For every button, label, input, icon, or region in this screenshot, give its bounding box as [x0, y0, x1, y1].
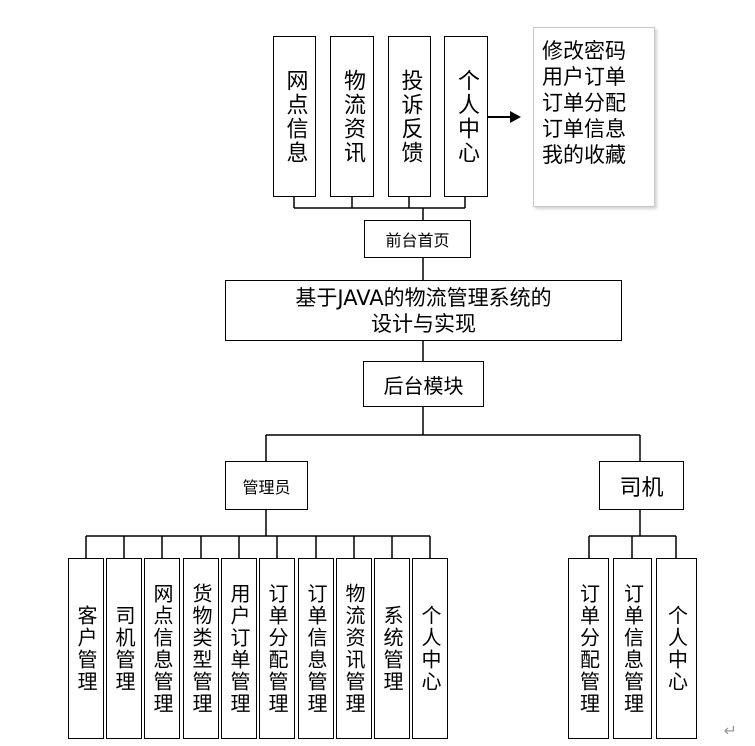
backend-module-node: 后台模块 [363, 361, 484, 407]
front-home-node: 前台首页 [364, 220, 471, 258]
admin-module-driver: 司机管理 [106, 558, 142, 739]
note-item: 修改密码 [542, 39, 626, 63]
admin-module-logistics-news: 物流资讯管理 [336, 558, 372, 739]
personal-center-items-note: 修改密码 用户订单 订单分配 订单信息 我的收藏 [533, 27, 655, 207]
admin-module-order-info: 订单信息管理 [298, 558, 334, 739]
note-item: 用户订单 [542, 65, 626, 89]
driver-module-order-info: 订单信息管理 [613, 558, 652, 739]
note-item: 订单分配 [542, 91, 626, 115]
front-module-logistics-news: 物流资讯 [330, 36, 374, 197]
driver-module-order-assign: 订单分配管理 [568, 558, 609, 739]
admin-module-order-assign: 订单分配管理 [259, 558, 295, 739]
note-item: 我的收藏 [542, 143, 626, 167]
admin-module-personal-center: 个人中心 [412, 558, 448, 739]
front-module-network-info: 网点信息 [273, 36, 316, 197]
admin-module-network-info: 网点信息管理 [144, 558, 180, 739]
system-title-node: 基于JAVA的物流管理系统的 设计与实现 [225, 280, 622, 341]
front-module-personal-center: 个人中心 [444, 36, 488, 197]
admin-node: 管理员 [225, 461, 308, 510]
admin-module-system: 系统管理 [374, 558, 410, 739]
system-title-line2: 设计与实现 [371, 311, 476, 336]
arrow-head-icon [510, 111, 521, 123]
note-item: 订单信息 [542, 117, 626, 141]
admin-module-user-order: 用户订单管理 [221, 558, 257, 739]
admin-module-cargo-type: 货物类型管理 [183, 558, 219, 739]
admin-module-customer: 客户管理 [68, 558, 104, 739]
system-title-line1: 基于JAVA的物流管理系统的 [295, 285, 552, 310]
front-module-complaint-feedback: 投诉反馈 [388, 36, 431, 197]
driver-node: 司机 [599, 461, 684, 510]
paragraph-mark-icon: ↵ [723, 721, 737, 740]
driver-module-personal-center: 个人中心 [656, 558, 697, 739]
